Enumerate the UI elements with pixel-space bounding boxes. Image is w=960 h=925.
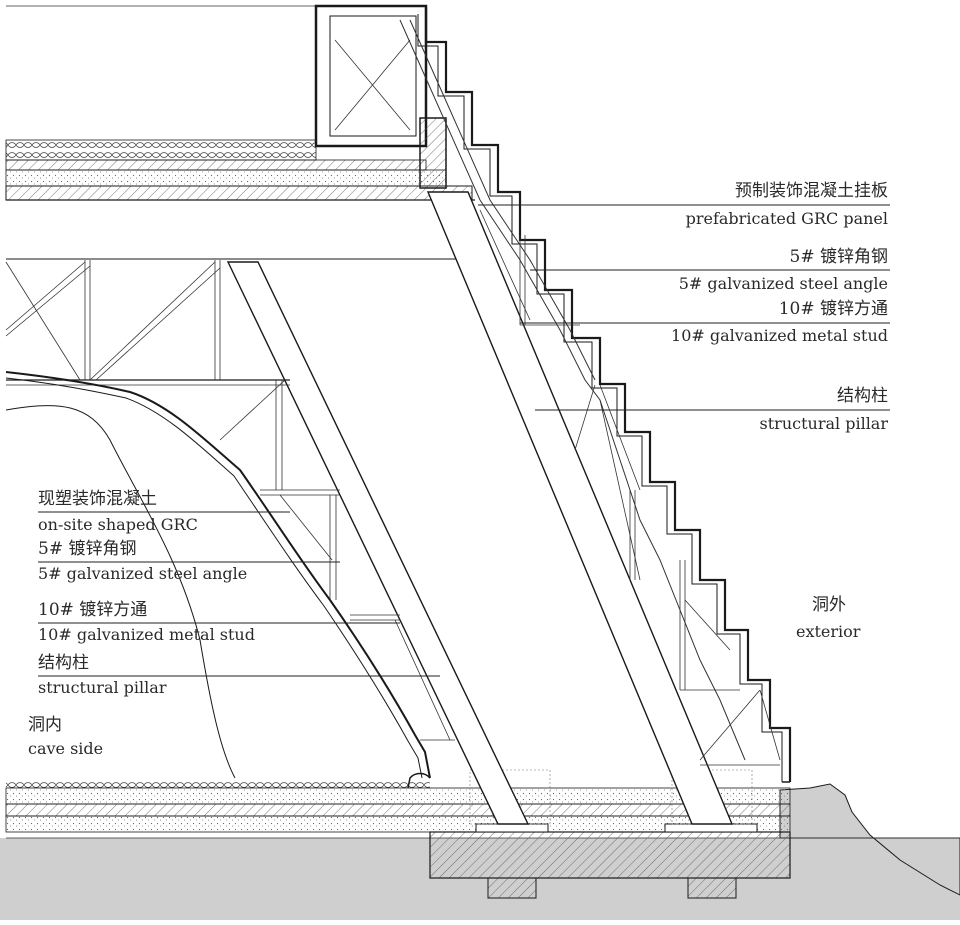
cave-skin: [5, 371, 431, 789]
label-pillar-zh: 结构柱: [837, 386, 888, 406]
label-prefab-grc-zh: 预制装饰混凝土挂板: [735, 181, 888, 201]
right-labels: 预制装饰混凝土挂板 prefabricated GRC panel 5# 镀锌角…: [671, 181, 888, 433]
label-pillar-left-zh: 结构柱: [38, 653, 89, 673]
label-cave-zh: 洞内: [28, 715, 62, 735]
label-onsite-grc-zh: 现塑装饰混凝土: [38, 489, 157, 509]
exterior-stepped-panel: [417, 8, 792, 783]
label-steel-angle-left-zh: 5# 镀锌角钢: [38, 539, 136, 559]
label-exterior-zh: 洞外: [812, 595, 846, 615]
left-truss: [5, 260, 455, 741]
label-steel-angle-left-en: 5# galvanized steel angle: [38, 564, 247, 583]
label-pillar-en: structural pillar: [760, 414, 889, 433]
label-metal-stud-en: 10# galvanized metal stud: [671, 326, 888, 345]
label-steel-angle-en: 5# galvanized steel angle: [679, 274, 888, 293]
exterior-framing: [399, 19, 781, 766]
structural-pillars: [226, 191, 734, 825]
foundation-beam: [429, 769, 791, 899]
label-prefab-grc-en: prefabricated GRC panel: [686, 209, 888, 228]
label-cave-en: cave side: [28, 739, 103, 758]
side-labels: 洞外 exterior 洞内 cave side: [28, 595, 861, 758]
left-labels: 现塑装饰混凝土 on-site shaped GRC 5# 镀锌角钢 5# ga…: [38, 489, 255, 697]
label-metal-stud-left-zh: 10# 镀锌方通: [38, 600, 147, 620]
roof-slab: [5, 5, 475, 260]
label-metal-stud-zh: 10# 镀锌方通: [779, 299, 888, 319]
label-steel-angle-zh: 5# 镀锌角钢: [790, 247, 888, 267]
parapet: [314, 4, 447, 189]
label-metal-stud-left-en: 10# galvanized metal stud: [38, 625, 255, 644]
label-exterior-en: exterior: [796, 622, 861, 641]
floor-slab: [5, 778, 960, 839]
label-onsite-grc-en: on-site shaped GRC: [38, 515, 198, 534]
label-pillar-left-en: structural pillar: [38, 678, 167, 697]
leader-lines: [38, 204, 890, 677]
